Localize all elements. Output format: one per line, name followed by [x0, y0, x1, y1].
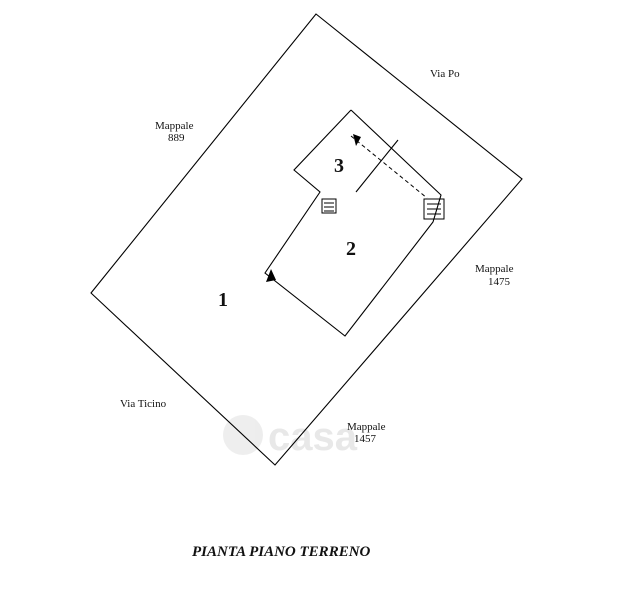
via-ticino-label: Via Ticino — [120, 398, 167, 410]
via-po-label: Via Po — [430, 68, 460, 80]
stair-right-icon — [423, 198, 445, 220]
watermark-text: casa — [268, 415, 358, 459]
mappale-1475-number: 1475 — [488, 276, 511, 288]
area-2-label: 2 — [346, 238, 356, 260]
area-1-label: 1 — [218, 289, 228, 311]
mappale-889-number: 889 — [168, 132, 185, 144]
building-outline — [264, 109, 442, 337]
mappale-1457-label: Mappale — [347, 421, 386, 433]
entry-arrow-icon — [266, 269, 276, 282]
stair-left-icon — [321, 198, 337, 214]
lot-outline — [90, 13, 523, 466]
mappale-1457-number: 1457 — [354, 433, 377, 445]
overhead-dashed-line — [350, 135, 428, 199]
plan-caption: PIANTA PIANO TERRENO — [192, 544, 371, 560]
area-3-label: 3 — [334, 155, 344, 177]
mappale-889-label: Mappale — [155, 120, 194, 132]
mappale-1475-label: Mappale — [475, 263, 514, 275]
direction-arrow-icon — [353, 134, 361, 146]
partition-line — [355, 139, 399, 193]
watermark: casa — [223, 415, 358, 459]
